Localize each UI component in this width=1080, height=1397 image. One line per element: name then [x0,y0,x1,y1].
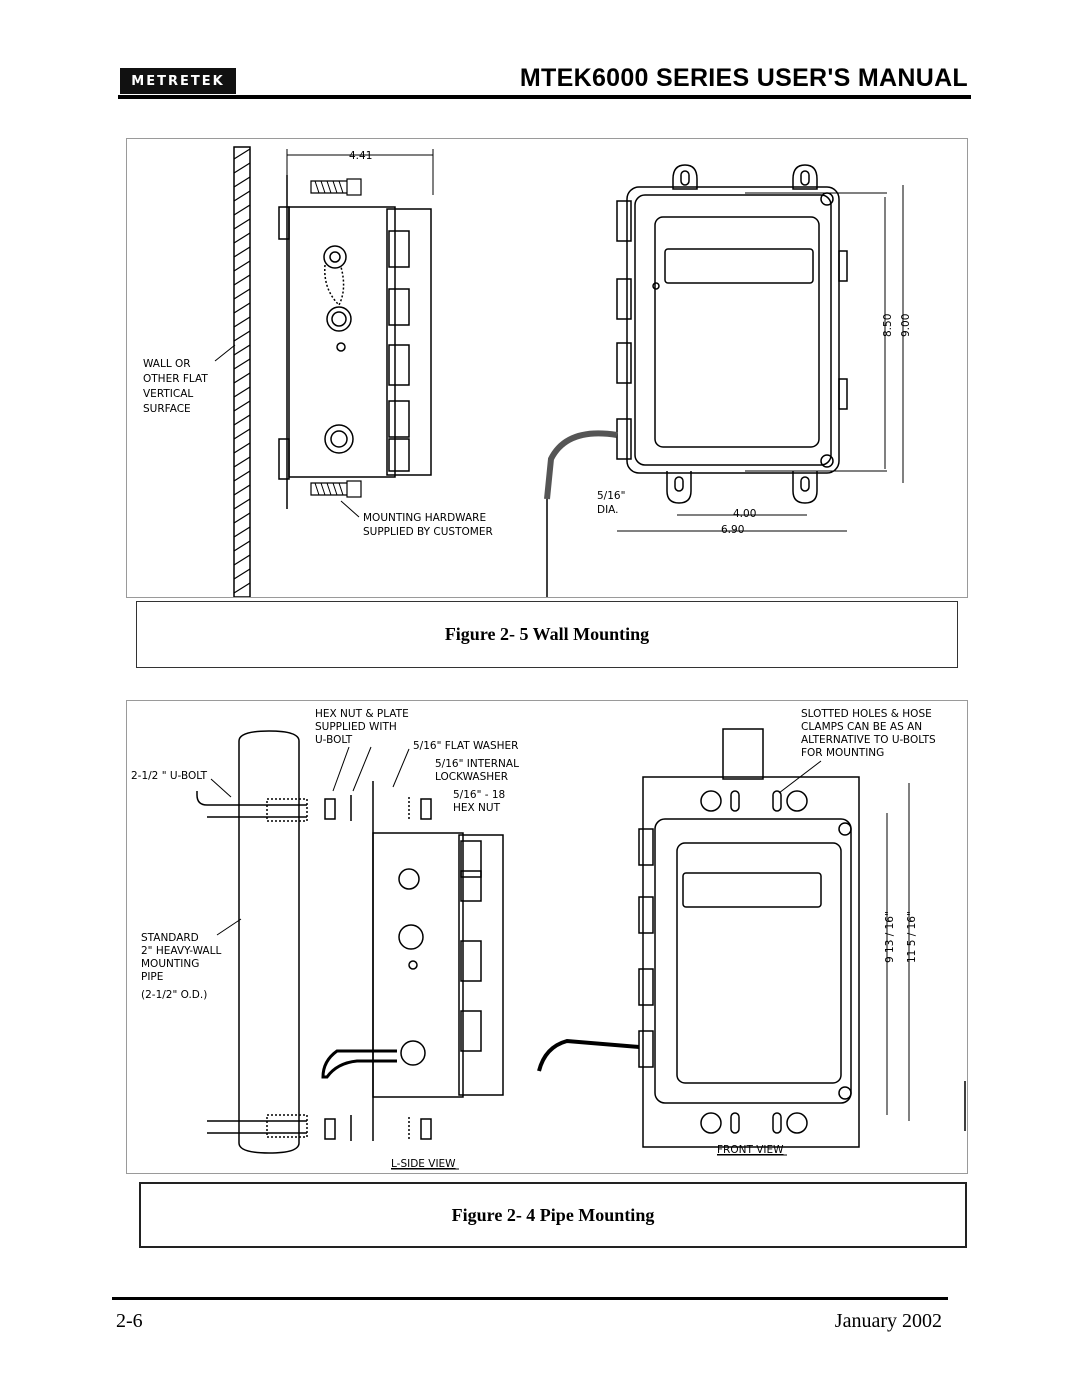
front-view-enclosure [544,164,848,597]
svg-text:9 13 / 16": 9 13 / 16" [884,911,896,963]
mounting-screws [310,178,362,498]
svg-text:PIPE: PIPE [141,971,163,983]
publication-date: January 2002 [834,1310,942,1332]
header-rule [118,95,971,99]
svg-text:11 5 / 16": 11 5 / 16" [906,911,918,963]
svg-text:5/16" INTERNAL: 5/16" INTERNAL [435,758,519,770]
pipe-label: STANDARD 2" HEAVY-WALL MOUNTING PIPE (2-… [141,932,221,1001]
wall-mounting-drawing: 4.41 [143,146,912,598]
svg-text:ALTERNATIVE TO U-BOLTS: ALTERNATIVE TO U-BOLTS [801,734,936,746]
hardware-label: MOUNTING HARDWARE SUPPLIED BY CUSTOMER [363,512,493,538]
svg-text:9.00: 9.00 [900,314,912,337]
footer-rule [112,1297,948,1300]
wall-hatching [233,148,251,594]
svg-text:8.50: 8.50 [882,314,894,337]
svg-text:SURFACE: SURFACE [143,403,191,415]
svg-text:OTHER FLAT: OTHER FLAT [143,373,208,385]
slotted-holes-label: SLOTTED HOLES & HOSE CLAMPS CAN BE AS AN… [801,708,936,759]
svg-text:SUPPLIED WITH: SUPPLIED WITH [315,721,397,733]
pipe-mounting-figure: 9 13 / 16" 11 5 / 16" HEX NUT & PLATE SU… [126,700,968,1174]
dim-4-41: 4.41 [349,150,372,162]
wall-surface [233,146,251,598]
pipe-mounting-caption-box: Figure 2- 4 Pipe Mounting [139,1182,967,1248]
pipe-mounting-drawing: 9 13 / 16" 11 5 / 16" HEX NUT & PLATE SU… [131,708,966,1170]
dimension-labels-front: 8.50 9.00 4.00 6.90 5/16" DIA. [597,185,912,536]
document-title: MTEK6000 SERIES USER'S MANUAL [519,64,968,92]
svg-text:LOCKWASHER: LOCKWASHER [435,771,508,783]
svg-text:2" HEAVY-WALL: 2" HEAVY-WALL [141,945,221,957]
svg-text:STANDARD: STANDARD [141,932,199,944]
svg-text:SLOTTED HOLES & HOSE: SLOTTED HOLES & HOSE [801,708,932,720]
pipe-dimension-labels: 9 13 / 16" 11 5 / 16" [884,783,918,1121]
svg-text:MOUNTING HARDWARE: MOUNTING HARDWARE [363,512,486,524]
svg-text:HEX NUT: HEX NUT [453,802,501,814]
front-view-label: FRONT VIEW [717,1144,784,1156]
company-logo: METRETEK [120,68,236,94]
svg-text:U-BOLT: U-BOLT [315,734,353,746]
wall-mounting-caption: Figure 2- 5 Wall Mounting [444,624,650,644]
svg-text:(2-1/2" O.D.): (2-1/2" O.D.) [141,989,207,1001]
pipe-front-enclosure [537,728,966,1148]
svg-text:CLAMPS CAN BE AS AN: CLAMPS CAN BE AS AN [801,721,922,733]
lockwasher-label: 5/16" INTERNAL LOCKWASHER 5/16" - 18 HEX… [435,758,519,814]
side-view-enclosure [278,175,432,509]
hex-nut-label: HEX NUT & PLATE SUPPLIED WITH U-BOLT [315,708,409,746]
svg-text:5/16" - 18: 5/16" - 18 [453,789,505,801]
svg-text:WALL OR: WALL OR [143,358,191,370]
pipe-mounting-caption: Figure 2- 4 Pipe Mounting [451,1204,655,1225]
wall-label: WALL OR OTHER FLAT VERTICAL SURFACE [143,358,208,415]
logo-text: METRETEK [131,73,225,89]
svg-text:FOR MOUNTING: FOR MOUNTING [801,747,884,759]
svg-text:DIA.: DIA. [597,504,619,516]
u-bolt-label: 2-1/2 " U-BOLT [131,770,208,782]
wall-mounting-caption-box: Figure 2- 5 Wall Mounting [136,601,958,668]
pipe [196,730,308,1154]
page-number: 2-6 [116,1310,143,1332]
svg-text:MOUNTING: MOUNTING [141,958,199,970]
svg-text:4.00: 4.00 [733,508,756,520]
lside-view-label: L-SIDE VIEW [391,1158,456,1170]
svg-text:5/16": 5/16" [597,490,625,502]
lside-enclosure [321,832,504,1098]
svg-text:HEX NUT & PLATE: HEX NUT & PLATE [315,708,409,720]
svg-text:6.90: 6.90 [721,524,744,536]
wall-mounting-figure: 4.41 [126,138,968,598]
svg-text:VERTICAL: VERTICAL [143,388,193,400]
svg-text:SUPPLIED BY CUSTOMER: SUPPLIED BY CUSTOMER [363,526,493,538]
flat-washer-label: 5/16" FLAT WASHER [413,740,518,752]
